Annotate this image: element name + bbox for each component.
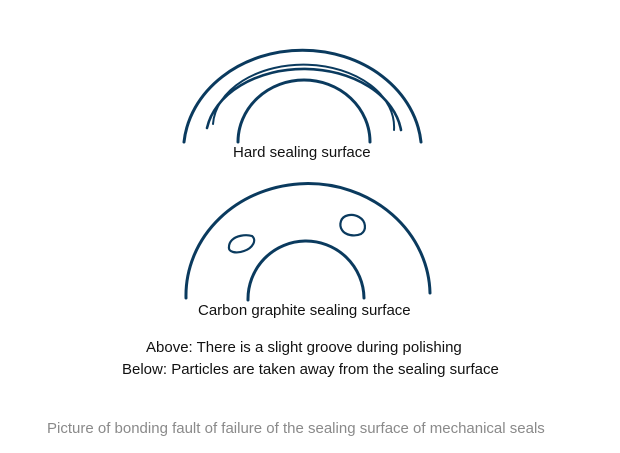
below-note: Below: Particles are taken away from the… xyxy=(122,361,499,378)
groove-outer-line xyxy=(205,67,403,132)
carbon-surface-inner-arc xyxy=(246,239,366,302)
hard-sealing-surface-figure xyxy=(182,48,423,144)
carbon-graphite-sealing-surface-label: Carbon graphite sealing surface xyxy=(198,302,411,319)
figure-caption: Picture of bonding fault of failure of t… xyxy=(47,420,545,437)
above-note: Above: There is a slight groove during p… xyxy=(146,339,462,356)
groove-inner-line xyxy=(212,63,396,131)
carbon-graphite-sealing-surface-figure xyxy=(184,182,432,302)
carbon-surface-outer-arc xyxy=(184,182,432,300)
hard-surface-outer-arc xyxy=(182,48,423,144)
hard-sealing-surface-label: Hard sealing surface xyxy=(233,144,371,161)
particle-pit-right xyxy=(339,213,366,237)
hard-surface-inner-arc xyxy=(236,78,372,144)
particle-pit-left xyxy=(227,234,256,254)
